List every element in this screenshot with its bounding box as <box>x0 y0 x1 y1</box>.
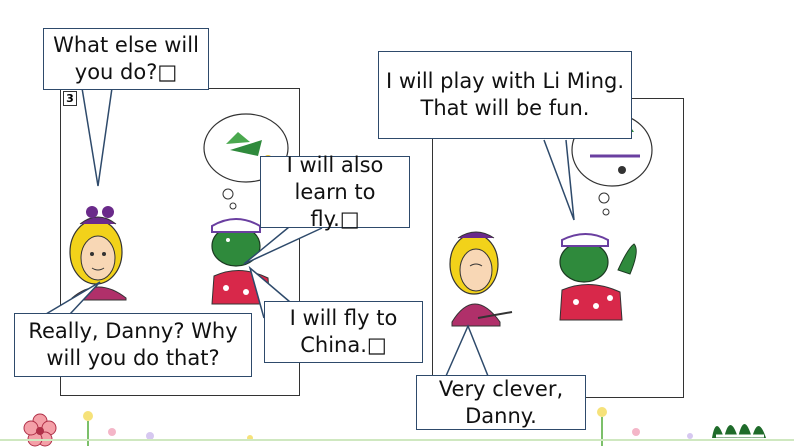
bubble-really-danny: Really, Danny? Why will you do that? <box>14 313 252 377</box>
bubble-what-else: What else will you do?□ <box>43 28 209 90</box>
panel-number: 3 <box>63 91 77 106</box>
bubble-fly-to-china: I will fly to China.□ <box>264 301 423 363</box>
bubble-play-with-li-ming: I will play with Li Ming. That will be f… <box>378 51 632 139</box>
bubble-learn-to-fly: I will also learn to fly.□ <box>260 153 410 231</box>
bubble-very-clever: Very clever, Danny. <box>416 375 586 430</box>
